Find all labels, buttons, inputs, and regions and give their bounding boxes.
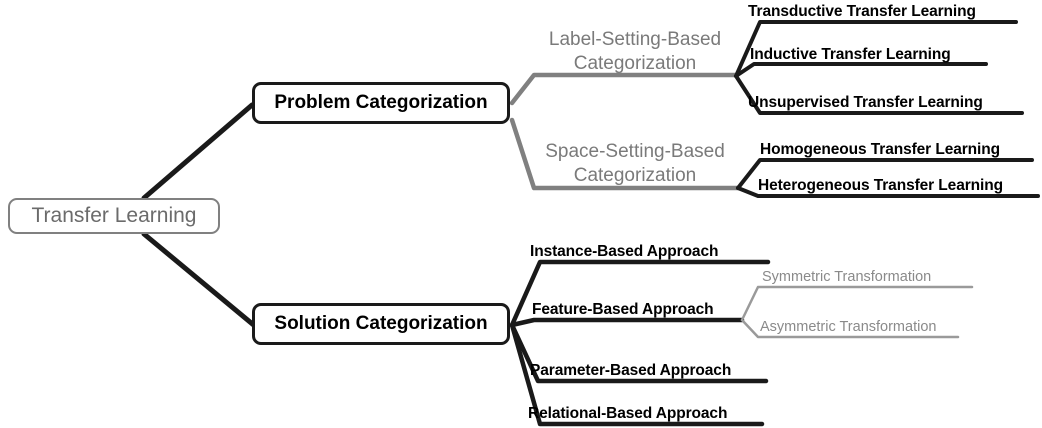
edge-solution-to-parameter: [509, 322, 769, 384]
edge-problem-to-space-setting: [509, 117, 741, 191]
branch-node-problem-categorization[interactable]: Problem Categorization: [252, 82, 510, 124]
edge-label-setting-to-unsupervised: [734, 74, 1024, 115]
leaf-asymmetric-transformation-label: Asymmetric Transformation: [760, 319, 937, 335]
leaf-unsupervised-transfer-learning[interactable]: Unsupervised Transfer Learning: [748, 94, 983, 112]
root-node-transfer-learning[interactable]: Transfer Learning: [8, 198, 220, 234]
category-label-setting-based-line1: Label-Setting-Based: [548, 29, 722, 50]
edge-space-setting-to-heterogeneous: [736, 186, 1040, 198]
leaf-feature-based-approach[interactable]: Feature-Based Approach: [532, 301, 714, 319]
category-label-setting-based-line2: Categorization: [573, 53, 697, 74]
category-label-setting-based[interactable]: Label-Setting-Based Categorization: [530, 28, 740, 76]
root-node-label: Transfer Learning: [31, 204, 197, 227]
leaf-instance-based-approach[interactable]: Instance-Based Approach: [530, 243, 718, 261]
leaf-parameter-based-approach[interactable]: Parameter-Based Approach: [530, 362, 731, 380]
category-space-setting-based[interactable]: Space-Setting-Based Categorization: [530, 140, 740, 188]
leaf-homogeneous-transfer-learning[interactable]: Homogeneous Transfer Learning: [760, 141, 1000, 159]
branch-node-solution-categorization[interactable]: Solution Categorization: [252, 303, 510, 345]
leaf-inductive-transfer-learning-label: Inductive Transfer Learning: [750, 46, 951, 63]
leaf-relational-based-approach-label: Relational-Based Approach: [528, 405, 728, 422]
leaf-symmetric-transformation[interactable]: Symmetric Transformation: [762, 269, 931, 285]
leaf-heterogeneous-transfer-learning[interactable]: Heterogeneous Transfer Learning: [758, 177, 1003, 195]
leaf-feature-based-approach-label: Feature-Based Approach: [532, 301, 714, 318]
category-space-setting-based-line1: Space-Setting-Based: [545, 141, 725, 162]
leaf-unsupervised-transfer-learning-label: Unsupervised Transfer Learning: [748, 94, 983, 111]
edge-feature-to-asymmetric: [740, 318, 960, 339]
branch-node-problem-label: Problem Categorization: [274, 92, 488, 113]
leaf-parameter-based-approach-label: Parameter-Based Approach: [530, 362, 732, 379]
leaf-symmetric-transformation-label: Symmetric Transformation: [762, 269, 932, 285]
edge-solution-to-feature: [509, 317, 745, 328]
leaf-asymmetric-transformation[interactable]: Asymmetric Transformation: [760, 319, 936, 335]
edge-problem-to-label-setting: [509, 72, 739, 106]
category-space-setting-based-line2: Categorization: [573, 165, 697, 186]
leaf-heterogeneous-transfer-learning-label: Heterogeneous Transfer Learning: [758, 177, 1003, 194]
leaf-relational-based-approach[interactable]: Relational-Based Approach: [528, 405, 727, 423]
leaf-transductive-transfer-learning[interactable]: Transductive Transfer Learning: [748, 3, 976, 21]
edge-space-setting-to-homogeneous: [736, 158, 1034, 190]
edge-label-setting-to-inductive: [734, 62, 988, 78]
edge-solution-to-instance: [509, 259, 771, 328]
leaf-inductive-transfer-learning[interactable]: Inductive Transfer Learning: [750, 46, 951, 64]
edge-root-to-problem: [141, 102, 255, 201]
edge-solution-to-relational: [509, 322, 765, 427]
leaf-transductive-transfer-learning-label: Transductive Transfer Learning: [748, 3, 976, 20]
edge-label-setting-to-transductive: [734, 20, 1018, 78]
leaf-homogeneous-transfer-learning-label: Homogeneous Transfer Learning: [760, 141, 1000, 158]
branch-node-solution-label: Solution Categorization: [274, 313, 488, 334]
edge-feature-to-symmetric: [740, 285, 974, 322]
edge-root-to-solution: [141, 231, 259, 330]
leaf-instance-based-approach-label: Instance-Based Approach: [530, 243, 719, 260]
